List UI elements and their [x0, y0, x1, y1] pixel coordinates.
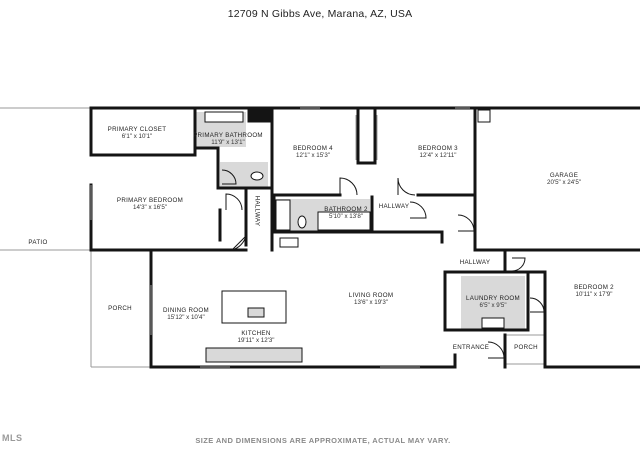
room-dimensions: 13'6" x 19'3"	[354, 299, 388, 307]
room-dimensions: 6'5" x 9'5"	[479, 302, 507, 310]
closet-shelf-black	[247, 107, 273, 123]
door-bedroom2	[529, 297, 545, 313]
room-label-primary-bedroom: PRIMARY BEDROOM 14'3" x 16'5"	[117, 197, 183, 211]
door-bedroom3	[397, 177, 416, 196]
fixtures	[204, 107, 505, 363]
room-name: LAUNDRY ROOM	[466, 295, 520, 302]
door-laundry	[511, 257, 526, 272]
room-name: HALLWAY	[378, 203, 410, 210]
room-label-hallway-right: HALLWAY	[460, 259, 491, 266]
room-label-primary-bathroom: PRIMARY BATHROOM 11'9" x 13'1"	[193, 132, 263, 146]
door-garage	[457, 214, 475, 232]
room-name: PATIO	[28, 239, 48, 246]
room-label-bedroom4: BEDROOM 4 12'1" x 15'3"	[293, 145, 333, 159]
laundry-counter	[481, 317, 505, 329]
doors	[221, 169, 545, 359]
room-dimensions: 12'4" x 12'11"	[419, 152, 457, 160]
door-entrance	[487, 341, 505, 359]
room-label-hallway-center: HALLWAY	[379, 203, 410, 210]
kitchen-island	[221, 290, 287, 324]
room-dimensions: 15'12" x 10'4"	[167, 314, 205, 322]
room-label-kitchen: KITCHEN 19'11" x 12'3"	[238, 330, 275, 344]
room-name: PORCH	[108, 305, 132, 312]
room-dimensions: 5'10" x 13'8"	[329, 213, 363, 221]
room-name: PRIMARY BEDROOM	[116, 197, 184, 204]
room-label-bathroom2: BATHROOM 2 5'10" x 13'8"	[324, 206, 367, 220]
room-name: PRIMARY CLOSET	[107, 126, 167, 133]
stove	[279, 237, 299, 248]
mls-logo: MLS	[2, 433, 23, 443]
room-dimensions: 11'9" x 13'1"	[211, 139, 245, 147]
room-name: LIVING ROOM	[348, 292, 394, 299]
room-label-laundry-room: LAUNDRY ROOM 6'5" x 9'5"	[466, 295, 520, 309]
room-name: HALLWAY	[459, 259, 491, 266]
toilet-primary	[250, 171, 264, 181]
room-label-porch-right: PORCH	[514, 344, 538, 351]
room-name: HALLWAY	[253, 195, 261, 227]
room-name: ENTRANCE	[452, 344, 490, 351]
walls	[89, 106, 640, 369]
room-name: DINING ROOM	[163, 307, 209, 314]
bath-vanity	[204, 111, 244, 123]
room-name: BEDROOM 2	[574, 284, 614, 291]
door-hallway-angled	[231, 234, 247, 251]
room-label-hallway-vertical: HALLWAY	[253, 195, 261, 227]
tub-bath2	[275, 199, 291, 231]
room-label-bedroom2: BEDROOM 2 10'11" x 17'9"	[574, 284, 614, 298]
room-label-primary-closet: PRIMARY CLOSET 6'1" x 10'1"	[108, 126, 167, 140]
room-label-garage: GARAGE 20'5" x 24'5"	[547, 172, 581, 186]
kitchen-sink	[247, 307, 265, 318]
disclaimer-text: SIZE AND DIMENSIONS ARE APPROXIMATE, ACT…	[195, 436, 451, 445]
door-hall-right	[409, 201, 427, 219]
exterior-thin-lines	[0, 107, 545, 368]
bath2-vanity	[317, 211, 371, 231]
room-label-bedroom3: BEDROOM 3 12'4" x 12'11"	[418, 145, 458, 159]
room-label-patio: PATIO	[28, 239, 47, 246]
room-dimensions: 6'1" x 10'1"	[121, 133, 153, 141]
room-name: PRIMARY BATHROOM	[193, 132, 263, 139]
room-name: BEDROOM 3	[418, 145, 458, 152]
door-primary-bed	[225, 193, 243, 211]
windows	[90, 107, 470, 368]
room-label-entrance: ENTRANCE	[453, 344, 489, 351]
room-name: BEDROOM 4	[293, 145, 333, 152]
room-label-dining-room: DINING ROOM 15'12" x 10'4"	[163, 307, 209, 321]
room-dimensions: 20'5" x 24'5"	[547, 179, 581, 187]
door-primary-wc	[221, 169, 237, 185]
address-title: 12709 N Gibbs Ave, Marana, AZ, USA	[227, 8, 413, 20]
room-name: PORCH	[514, 344, 538, 351]
room-dimensions: 12'1" x 15'3"	[296, 152, 330, 160]
room-label-living-room: LIVING ROOM 13'6" x 19'3"	[349, 292, 394, 306]
room-dimensions: 10'11" x 17'9"	[575, 291, 613, 299]
room-name: GARAGE	[549, 172, 579, 179]
room-label-porch-left: PORCH	[108, 305, 132, 312]
room-name: KITCHEN	[241, 330, 271, 337]
room-dimensions: 19'11" x 12'3"	[237, 337, 275, 345]
door-bedroom4	[339, 177, 358, 196]
water-heater	[477, 109, 491, 123]
toilet-bath2	[297, 215, 307, 229]
room-name: BATHROOM 2	[324, 206, 368, 213]
room-dimensions: 14'3" x 16'5"	[133, 204, 167, 212]
kitchen-counter	[205, 347, 303, 363]
